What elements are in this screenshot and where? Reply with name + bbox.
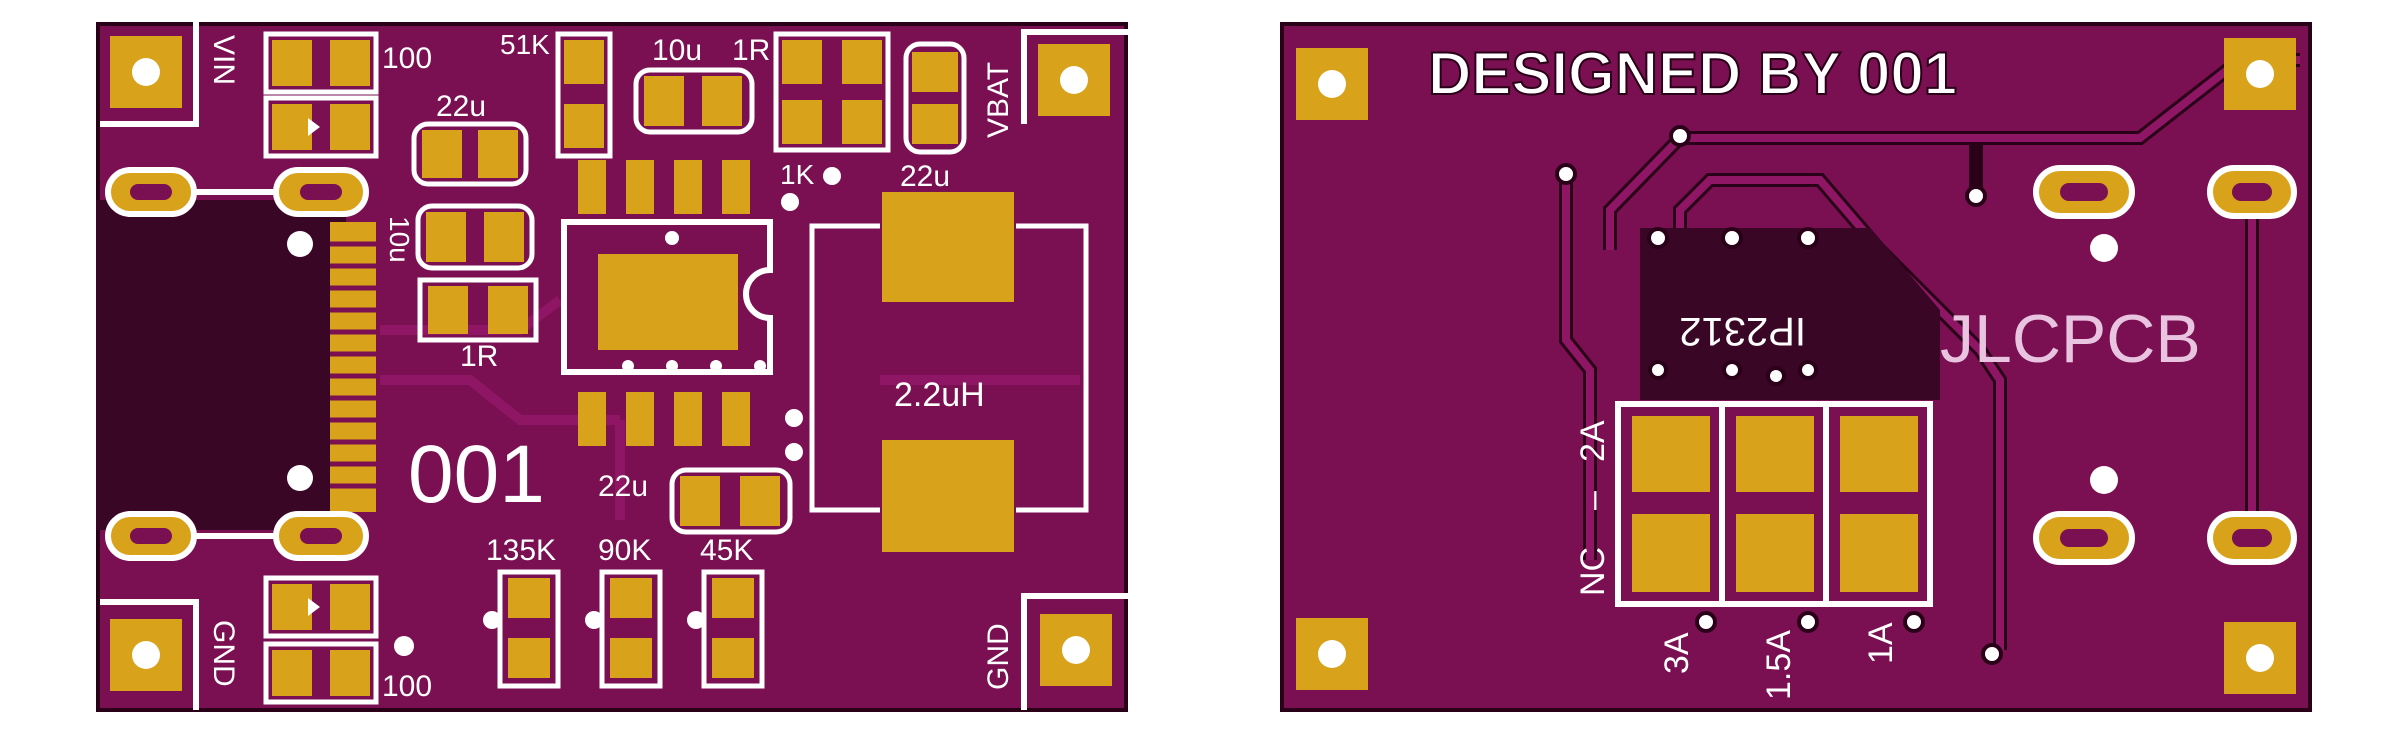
r45k-label: 45K <box>700 534 753 567</box>
r100-top <box>263 31 379 95</box>
a3-label: 3A <box>1658 632 1696 674</box>
c22u-right-label: 22u <box>900 160 950 193</box>
back-pad-bottom-left[interactable] <box>1296 618 1368 690</box>
back-pad-top-left[interactable] <box>1296 48 1368 120</box>
c10u-top <box>633 67 755 135</box>
gnd-right-pad[interactable] <box>1040 614 1112 686</box>
select-pad-1a[interactable] <box>1840 514 1918 592</box>
vin-label: VIN <box>207 35 240 85</box>
r100-bottom-label: 100 <box>382 670 432 703</box>
c10u-top-label: 10u <box>652 34 702 67</box>
front-board-id: 001 <box>408 429 545 520</box>
inductor-outline <box>809 223 1089 513</box>
back-mount-hole <box>2090 466 2118 494</box>
usb-shell-leads <box>194 189 276 539</box>
back-pad-top-right[interactable] <box>2224 38 2296 110</box>
c-vbat <box>903 41 967 155</box>
jlcpcb-label: JLCPCB <box>1940 301 2201 377</box>
r135k-label: 135K <box>486 534 556 567</box>
a2-label: 2A <box>1574 420 1612 462</box>
r100-bottom <box>263 641 379 705</box>
mount-hole <box>287 465 313 491</box>
ground-pour <box>1640 228 1940 400</box>
r90k <box>585 569 663 689</box>
gnd-right-label: GND <box>982 623 1015 690</box>
c10u-rotated-label: 10u <box>384 216 415 263</box>
designed-by-title: DESIGNED BY 001 <box>1428 40 1957 107</box>
r1r-top-label: 1R <box>732 34 770 67</box>
inductor-pad-top <box>882 192 1014 302</box>
front-board: VIN VBAT GND GND 100 100 <box>96 20 1128 712</box>
inductor-label: 2.2uH <box>894 376 985 414</box>
mount-hole <box>287 231 313 257</box>
r45k <box>687 569 765 689</box>
r1r-left-label: 1R <box>460 340 498 373</box>
a1-label: 1A <box>1862 622 1900 664</box>
diode-bottom <box>263 575 379 639</box>
vbat-pad[interactable] <box>1038 44 1110 116</box>
select-pad-3a[interactable] <box>1632 514 1710 592</box>
select-pad-2a-a[interactable] <box>1632 416 1710 492</box>
inductor-pad-bottom <box>882 440 1014 552</box>
current-labels: NC – 2A 3A 1.5A 1A <box>1574 420 1900 700</box>
c22u-top <box>411 121 529 187</box>
a15-label: 1.5A <box>1760 630 1798 700</box>
r1r-top <box>773 31 891 153</box>
back-mount-hole <box>2090 234 2118 262</box>
c10u-rotated <box>415 203 535 271</box>
c22u-bottom-label: 22u <box>598 470 648 503</box>
select-pad-1-5a[interactable] <box>1736 514 1814 592</box>
r51k <box>555 31 613 159</box>
c22u-top-label: 22u <box>436 90 486 123</box>
diode-top <box>263 95 379 159</box>
back-board: DESIGNED BY 001 IP2312 JLCPCB NC – 2A 3A… <box>1280 22 2312 712</box>
usb-c-pin-lines <box>330 241 376 489</box>
select-pad-2a-b[interactable] <box>1736 416 1814 492</box>
r100-top-label: 100 <box>382 42 432 75</box>
back-pad-bottom-right[interactable] <box>2224 622 2296 694</box>
back-vias <box>1555 125 2003 665</box>
chip-label: IP2312 <box>1679 309 1806 353</box>
r51k-label: 51K <box>500 29 550 60</box>
c22u-bottom <box>669 467 793 535</box>
r90k-label: 90K <box>598 534 651 567</box>
r1r-left <box>417 277 539 343</box>
gnd-left-label: GND <box>207 620 240 687</box>
gnd-left-pad[interactable] <box>110 619 182 691</box>
current-select-matrix[interactable] <box>1615 401 1933 607</box>
select-pad-2a-c[interactable] <box>1840 416 1918 492</box>
r1k-label: 1K <box>780 159 815 190</box>
nc-label: NC <box>1574 547 1612 596</box>
r135k <box>483 569 561 689</box>
dash-label: – <box>1574 491 1612 510</box>
vin-pad[interactable] <box>110 36 182 108</box>
main-ic <box>561 160 773 446</box>
vbat-label: VBAT <box>982 62 1015 138</box>
